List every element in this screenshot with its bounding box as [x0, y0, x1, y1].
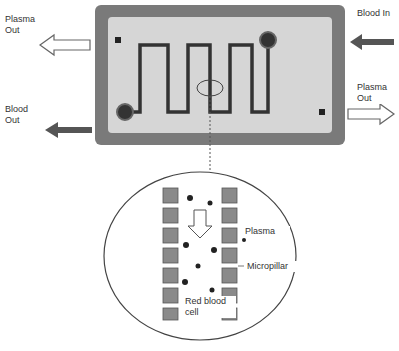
- label-text: Plasma Out: [4, 14, 44, 36]
- blood-in-arrow: [350, 34, 394, 50]
- micropillars: [163, 188, 237, 320]
- chip-housing: [95, 5, 345, 145]
- plasma-out-arrow: [348, 104, 394, 124]
- label-text: Plasma Out: [356, 82, 396, 104]
- serpentine-channel: [125, 40, 268, 112]
- blood-out-arrow: [45, 122, 92, 138]
- outlet-port: [117, 104, 133, 120]
- inlet-port: [260, 32, 276, 48]
- zoom-circle: [104, 172, 296, 340]
- label-text: Blood Out: [4, 104, 42, 126]
- chip-surface: [108, 17, 332, 133]
- label-text: Red blood cell: [184, 296, 236, 318]
- plasma-port: [319, 109, 325, 115]
- zoom-leader: [210, 96, 211, 170]
- label-text: Blood In: [356, 8, 394, 19]
- plasma-out-arrow: [40, 35, 90, 55]
- plasma-port: [115, 37, 121, 43]
- leader-line: [238, 266, 244, 267]
- zoom-region: [197, 80, 223, 96]
- label-text: Micropillar: [246, 261, 298, 272]
- label-text: Plasma: [244, 226, 290, 237]
- flow-arrow: [188, 210, 212, 238]
